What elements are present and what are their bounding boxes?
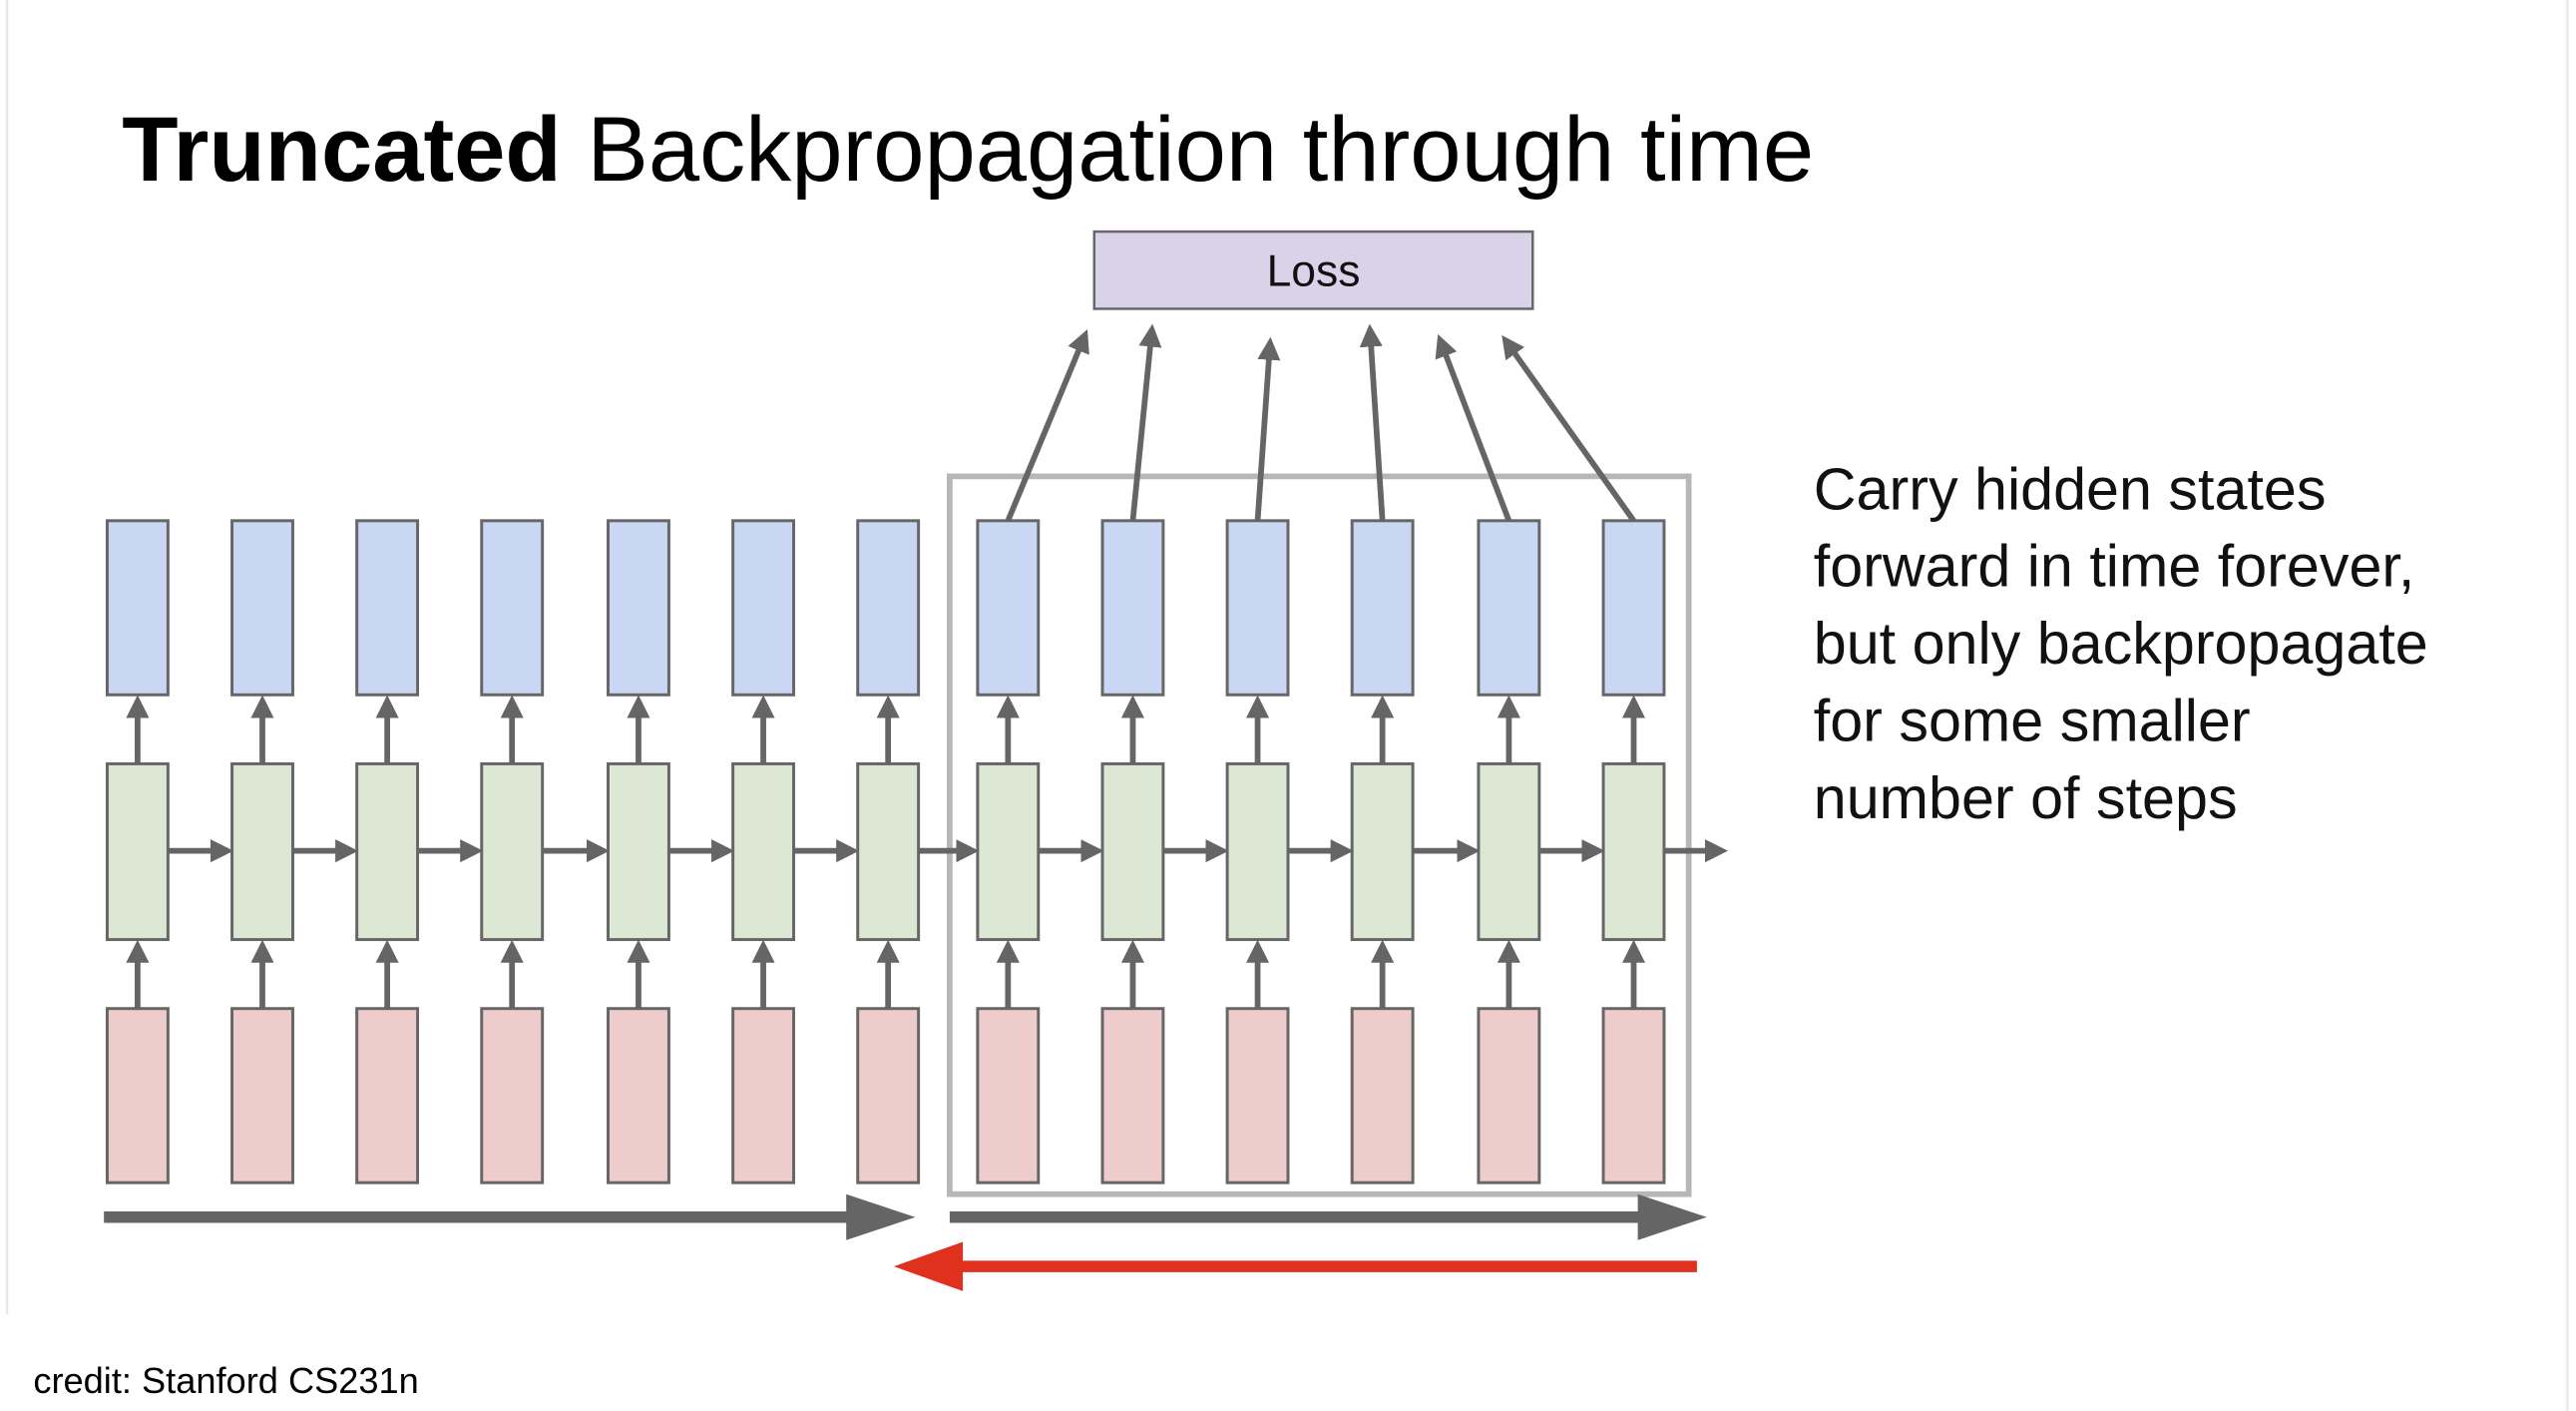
input-box xyxy=(105,1007,170,1184)
output-box xyxy=(1350,519,1415,697)
description-line: Carry hidden states xyxy=(1814,455,2327,522)
output-box xyxy=(1601,519,1666,697)
input-box xyxy=(976,1007,1041,1184)
hidden-box xyxy=(731,761,796,942)
input-box xyxy=(607,1007,670,1184)
description-line: forward in time forever, xyxy=(1814,533,2415,600)
hidden-box xyxy=(230,761,294,942)
output-box xyxy=(607,519,670,697)
loss-arrows xyxy=(1005,323,1636,523)
hidden-box xyxy=(105,761,170,942)
output-to-loss-arrow xyxy=(1359,323,1386,522)
output-box xyxy=(1477,519,1541,697)
description-line: but only backpropagate xyxy=(1814,610,2428,677)
truncation-window xyxy=(947,473,1692,1197)
hidden-box xyxy=(607,761,670,942)
output-box xyxy=(856,519,921,697)
input-box xyxy=(1225,1007,1290,1184)
input-box xyxy=(230,1007,294,1184)
forward-arrowhead xyxy=(846,1193,916,1240)
output-to-loss-arrow xyxy=(1502,334,1636,523)
hidden-box xyxy=(1477,761,1541,942)
input-box xyxy=(1350,1007,1415,1184)
input-box xyxy=(731,1007,796,1184)
loss-label: Loss xyxy=(1267,246,1361,295)
hidden-box xyxy=(1100,761,1165,942)
output-box xyxy=(230,519,294,697)
input-box xyxy=(1477,1007,1541,1184)
output-box xyxy=(976,519,1041,697)
output-to-loss-arrow xyxy=(1254,336,1281,522)
hidden-box xyxy=(355,761,420,942)
credit-text: credit: Stanford CS231n xyxy=(33,1360,418,1401)
hidden-box xyxy=(976,761,1041,942)
slide-title: Truncated Backpropagation through time xyxy=(122,98,1814,201)
hidden-box xyxy=(856,761,921,942)
output-box xyxy=(355,519,420,697)
loss-box xyxy=(1092,230,1534,310)
output-box xyxy=(480,519,545,697)
output-to-loss-arrow xyxy=(1435,333,1512,522)
output-box xyxy=(1225,519,1290,697)
hidden-box xyxy=(480,761,545,942)
hidden-box xyxy=(1601,761,1666,942)
hidden-box xyxy=(1350,761,1415,942)
input-box xyxy=(355,1007,420,1184)
rnn-cells xyxy=(105,519,1728,1184)
output-box xyxy=(105,519,170,697)
backprop-arrowhead xyxy=(893,1241,964,1291)
description-text: Carry hidden states forward in time fore… xyxy=(1814,455,2428,830)
input-box xyxy=(480,1007,545,1184)
input-box xyxy=(1100,1007,1165,1184)
output-box xyxy=(1100,519,1165,697)
hidden-box xyxy=(1225,761,1290,942)
input-box xyxy=(856,1007,921,1184)
forward-window-arrowhead xyxy=(1637,1193,1707,1240)
output-to-loss-arrow xyxy=(1005,329,1089,522)
input-box xyxy=(1601,1007,1666,1184)
output-box xyxy=(731,519,796,697)
description-line: for some smaller xyxy=(1814,687,2251,753)
description-line: number of steps xyxy=(1814,764,2238,831)
output-to-loss-arrow xyxy=(1129,323,1162,522)
